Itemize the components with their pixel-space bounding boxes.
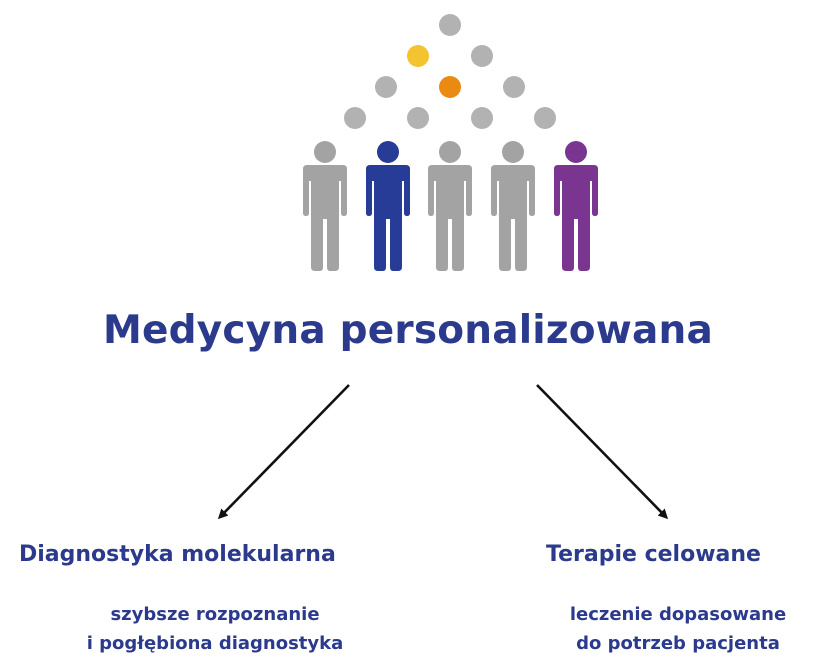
description-line: szybsze rozpoznanie	[110, 604, 320, 625]
description-line: i pogłębiona diagnostyka	[86, 633, 344, 654]
dot-yellow	[407, 45, 429, 67]
diagram-title: Medycyna personalizowana	[103, 308, 713, 353]
description-line: leczenie dopasowane	[569, 604, 787, 625]
dot-orange	[439, 76, 461, 98]
description-line: do potrzeb pacjenta	[576, 633, 780, 654]
arrow-right	[536, 384, 669, 520]
person-icon-highlighted-purple	[554, 141, 598, 271]
branch-description-diagnostics: szybsze rozpoznanie i pogłębiona diagnos…	[50, 600, 380, 658]
person-icon-highlighted-blue	[366, 141, 410, 271]
dot	[471, 45, 493, 67]
people-row	[303, 141, 598, 271]
dot-pyramid	[344, 14, 556, 129]
dot	[375, 76, 397, 98]
dot	[503, 76, 525, 98]
arrow-left	[217, 384, 350, 520]
dot	[534, 107, 556, 129]
dot	[344, 107, 366, 129]
dot	[471, 107, 493, 129]
person-icon	[428, 141, 472, 271]
person-icon	[491, 141, 535, 271]
branch-description-therapies: leczenie dopasowane do potrzeb pacjenta	[528, 600, 816, 658]
person-icon	[303, 141, 347, 271]
dot	[439, 14, 461, 36]
branch-heading-therapies: Terapie celowane	[546, 542, 761, 567]
dot	[407, 107, 429, 129]
branch-heading-diagnostics: Diagnostyka molekularna	[19, 542, 336, 567]
